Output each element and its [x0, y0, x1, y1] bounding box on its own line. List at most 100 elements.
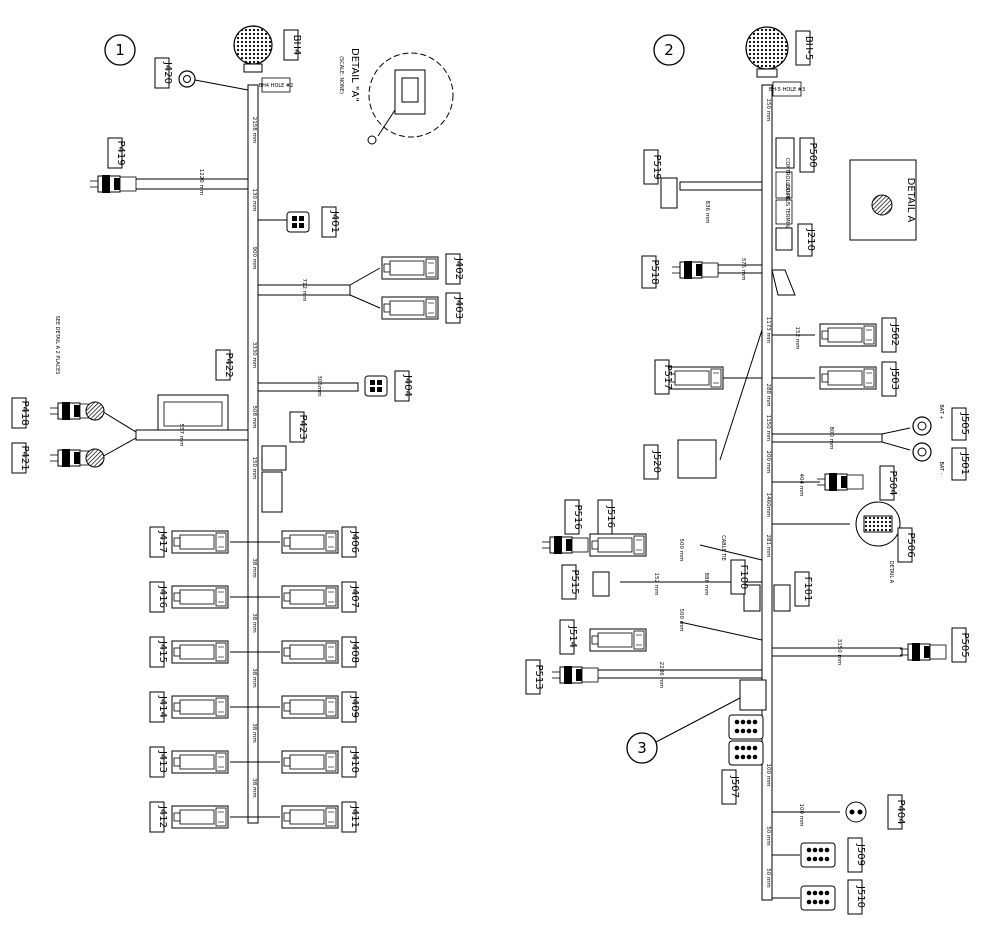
svg-text:J409: J409 [349, 695, 360, 718]
j401-connector [286, 211, 310, 233]
dim-38-1: 38 mm [251, 558, 257, 577]
j510-label: J510 [847, 879, 866, 915]
svg-text:J514: J514 [567, 625, 578, 648]
can-bus-note: CAN BUS TERMINATOR [775, 184, 793, 241]
svg-text:J507: J507 [729, 775, 740, 798]
harness-1-trunk [247, 84, 259, 824]
svg-text:F101: F101 [802, 577, 813, 602]
svg-text:CAN BUS TERMINATOR: CAN BUS TERMINATOR [784, 184, 790, 241]
svg-text:J414: J414 [157, 695, 168, 718]
svg-text:J210: J210 [805, 228, 816, 251]
j403-connector [381, 296, 439, 320]
p419-label: P419 [107, 137, 126, 169]
dim-900: 900 mm [251, 247, 257, 270]
j503-label: J503 [881, 361, 900, 397]
dim2-2286: 2286 mm [658, 662, 664, 688]
j404-connector [364, 375, 388, 397]
svg-text:BH4: BH4 [291, 35, 302, 56]
j404-label: J404 [394, 370, 413, 402]
j501-label: J501 [951, 447, 970, 481]
dim2-152a: 152 mm [794, 327, 800, 350]
svg-text:J520: J520 [651, 450, 662, 473]
j507-connector-bottom [728, 740, 764, 766]
p517-label: P517 [654, 359, 673, 395]
j520-connector [677, 439, 717, 479]
dim2-200: 200 mm [765, 451, 771, 474]
svg-text:P404: P404 [895, 799, 906, 824]
svg-text:J410: J410 [349, 750, 360, 773]
svg-text:J503: J503 [889, 367, 900, 390]
row-j416-j407 [171, 585, 339, 609]
svg-text:P515: P515 [569, 569, 580, 594]
dim2-404: 404 mm [798, 474, 804, 497]
svg-text:J412: J412 [157, 805, 168, 828]
f100-label: F100 [730, 559, 749, 595]
p516-connector [541, 535, 589, 555]
dim2-1460: 1460mm [765, 493, 771, 518]
p506-label: P506 [897, 527, 916, 563]
bat-minus-note: BAT - [938, 462, 944, 475]
dim2-50a: 50 mm [765, 826, 771, 845]
svg-text:P517: P517 [662, 364, 673, 389]
svg-text:J402: J402 [453, 257, 464, 280]
svg-text:P500: P500 [807, 142, 818, 167]
j413-label: J413 [149, 746, 168, 778]
p515-connector [592, 571, 610, 597]
p504-connector [816, 472, 864, 492]
svg-text:J406: J406 [349, 530, 360, 553]
j406-label: J406 [341, 526, 360, 558]
row-j413-j410 [171, 750, 339, 774]
p504-label: P504 [879, 465, 898, 501]
j402-connector [381, 256, 439, 280]
j509-connector [800, 842, 836, 868]
j520-label: J520 [643, 444, 662, 480]
j416-label: J416 [149, 581, 168, 613]
svg-text:P516: P516 [572, 504, 583, 529]
j412-label: J412 [149, 801, 168, 833]
svg-text:P518: P518 [649, 259, 660, 284]
callout-1-label: 1 [115, 41, 125, 59]
row-j412-j411 [171, 805, 339, 829]
j516-label: J516 [597, 499, 616, 535]
p419-connector [89, 174, 137, 194]
dim-150: 150 mm [251, 457, 257, 480]
dim2-836: 836 mm [704, 201, 710, 224]
svg-text:J420: J420 [162, 61, 173, 84]
dim-305: 305mm [316, 375, 322, 396]
j409-label: J409 [341, 691, 360, 723]
svg-text:J407: J407 [349, 585, 360, 608]
j408-label: J408 [341, 636, 360, 668]
p404-connector [845, 801, 867, 823]
j411-label: J411 [341, 801, 360, 833]
svg-text:BH-5 HOLE #3: BH-5 HOLE #3 [769, 87, 805, 93]
dim2-152b: 152 mm [653, 573, 659, 596]
p513-label: P513 [525, 659, 544, 695]
svg-text:J411: J411 [349, 805, 360, 828]
harness-2: BH-5 BH-5 HOLE #3 150 mm P500 CONTROLLED… [525, 26, 970, 915]
bh5-hole-note: BH-5 HOLE #3 [769, 81, 805, 97]
dim2-100a: 100 mm [765, 764, 771, 787]
f101-fuse [773, 584, 791, 612]
svg-text:J413: J413 [157, 750, 168, 773]
svg-text:P504: P504 [887, 470, 898, 495]
p519-label: P519 [643, 149, 662, 185]
p515-label: P515 [561, 564, 580, 600]
p422-label: P422 [215, 349, 234, 381]
j210-label: J210 [797, 223, 816, 257]
svg-text:BH-5: BH-5 [803, 36, 814, 60]
row-j414-j409 [171, 695, 339, 719]
dim-1220: 1220 mm [198, 169, 204, 195]
p500-label: P500 [799, 137, 818, 173]
dim-130: 130 mm [251, 189, 257, 212]
p519-connector [660, 177, 678, 209]
j502-connector [819, 323, 877, 347]
svg-text:J416: J416 [157, 585, 168, 608]
detail-a-view: DETAIL "A" (SCALE: NONE) [338, 48, 454, 145]
svg-text:J505: J505 [959, 412, 970, 435]
svg-text:P419: P419 [115, 140, 126, 165]
svg-text:P418: P418 [19, 400, 30, 425]
svg-text:J516: J516 [605, 505, 616, 528]
svg-text:P513: P513 [533, 664, 544, 689]
bh5-label: BH-5 [795, 30, 814, 66]
dim2-281: 281 mm [765, 535, 771, 558]
